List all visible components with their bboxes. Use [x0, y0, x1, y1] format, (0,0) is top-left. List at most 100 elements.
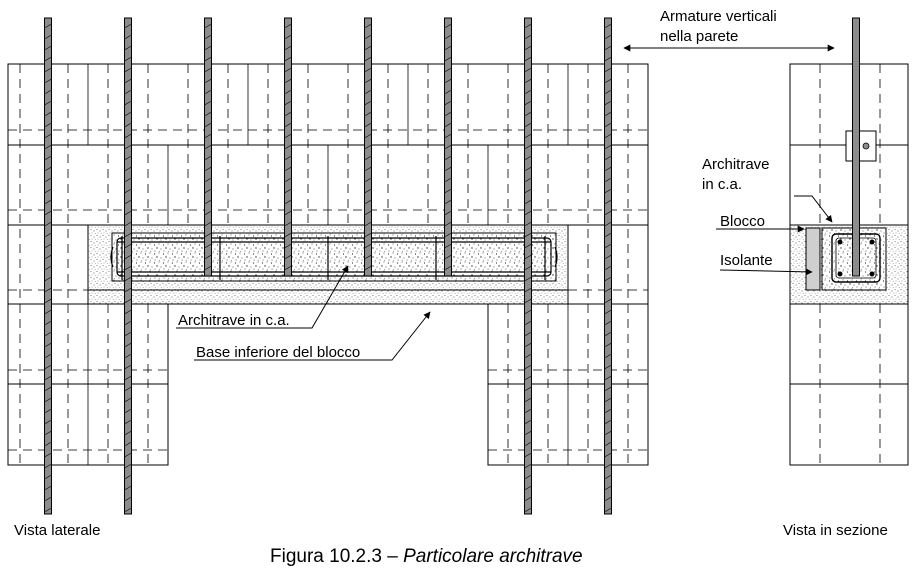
- rebar-rib: [124, 276, 132, 282]
- rebar-rib: [604, 364, 612, 370]
- rebar-rib: [124, 386, 132, 392]
- rebar-rib: [604, 452, 612, 458]
- rebar-rib: [604, 265, 612, 271]
- rebar-rib: [124, 177, 132, 183]
- rebar-rib: [124, 56, 132, 62]
- rebar-rib: [444, 254, 452, 260]
- rebar-rib: [364, 232, 372, 238]
- rebar-rib: [204, 210, 212, 216]
- rebar-rib: [364, 45, 372, 51]
- rebar-rib: [444, 265, 452, 271]
- rebar-rib: [524, 254, 532, 260]
- rebar-rib: [44, 133, 52, 139]
- rebar-rib: [604, 67, 612, 73]
- rebar-rib: [124, 133, 132, 139]
- annotation-leaders: [176, 44, 835, 361]
- rebar-rib: [204, 199, 212, 205]
- rebar-rib: [604, 188, 612, 194]
- rebar-rib: [124, 111, 132, 117]
- rebar-rib: [284, 254, 292, 260]
- section-view-label: Vista in sezione: [783, 522, 888, 539]
- rebar-rib: [44, 507, 52, 513]
- rebar-rib: [44, 463, 52, 469]
- rebar-rib: [284, 188, 292, 194]
- rebar-rib: [124, 89, 132, 95]
- rebar-rib: [44, 221, 52, 227]
- rebar-rib: [604, 232, 612, 238]
- rebar-rib: [444, 78, 452, 84]
- rebar-rib: [44, 331, 52, 337]
- rebar-rib: [204, 166, 212, 172]
- rebar-rib: [604, 155, 612, 161]
- rebar-rib: [284, 199, 292, 205]
- rebar-rib: [524, 507, 532, 513]
- rebar-rib: [44, 474, 52, 480]
- rebar-rib: [524, 232, 532, 238]
- rebar-rib: [364, 188, 372, 194]
- rebar-rib: [364, 243, 372, 249]
- block-base-leader: [194, 311, 431, 361]
- rebar-rib: [44, 265, 52, 271]
- rebar-rib: [604, 34, 612, 40]
- section-view-plate: [845, 130, 877, 162]
- rebar-rib: [524, 166, 532, 172]
- rebar-rib: [44, 100, 52, 106]
- rebar-rib: [44, 408, 52, 414]
- rebar-rib: [124, 122, 132, 128]
- rebar-rib: [284, 89, 292, 95]
- rebar-rib: [204, 265, 212, 271]
- rebar-rib: [524, 177, 532, 183]
- lintel-section-label-line1: Architrave: [702, 156, 770, 173]
- rebar-rib: [604, 474, 612, 480]
- rebar-rib: [44, 276, 52, 282]
- rebar-rib: [44, 78, 52, 84]
- rebar-rib: [444, 243, 452, 249]
- rebar-rib: [604, 144, 612, 150]
- rebar-rib: [524, 342, 532, 348]
- rebar-rib: [604, 507, 612, 513]
- rebar-rib: [524, 276, 532, 282]
- rebar-rib: [604, 100, 612, 106]
- rebar-rib: [44, 155, 52, 161]
- rebar-rib: [44, 309, 52, 315]
- rebar-rib: [524, 408, 532, 414]
- rebar-2: [124, 17, 132, 515]
- rebar-rib: [444, 232, 452, 238]
- rebar-rib: [364, 221, 372, 227]
- rebar-rib: [204, 23, 212, 29]
- rebar-rib: [124, 452, 132, 458]
- rebar-rib: [364, 78, 372, 84]
- rebar-rib: [524, 375, 532, 381]
- rebar-rib: [44, 188, 52, 194]
- rebar-rib: [364, 177, 372, 183]
- rebar-rib: [364, 122, 372, 128]
- section-view-lintel: [789, 224, 909, 305]
- rebar-rib: [204, 144, 212, 150]
- rebar-rib: [44, 364, 52, 370]
- rebar-rib: [444, 177, 452, 183]
- caption-title: Particolare architrave: [403, 546, 583, 567]
- rebar-rib: [364, 210, 372, 216]
- rebar-rib: [604, 386, 612, 392]
- rebar-rib: [44, 34, 52, 40]
- rebar-rib: [284, 144, 292, 150]
- rebar-rib: [44, 254, 52, 260]
- rebar-rib: [364, 199, 372, 205]
- rebar-rib: [204, 45, 212, 51]
- rebar-rib: [44, 397, 52, 403]
- rebar-rib: [204, 243, 212, 249]
- rebar-rib: [44, 232, 52, 238]
- rebar-rib: [44, 56, 52, 62]
- insulation-leader: [719, 268, 813, 276]
- rebar-rib: [124, 496, 132, 502]
- rebar-rib: [284, 243, 292, 249]
- rebar-rib: [124, 34, 132, 40]
- rebar-rib: [524, 353, 532, 359]
- rebar-rib: [604, 276, 612, 282]
- rebar-rib: [444, 100, 452, 106]
- rebar-rib: [604, 177, 612, 183]
- rebar-rib: [44, 144, 52, 150]
- rebar-rib: [444, 133, 452, 139]
- rebar-rib: [44, 320, 52, 326]
- rebar-rib: [604, 56, 612, 62]
